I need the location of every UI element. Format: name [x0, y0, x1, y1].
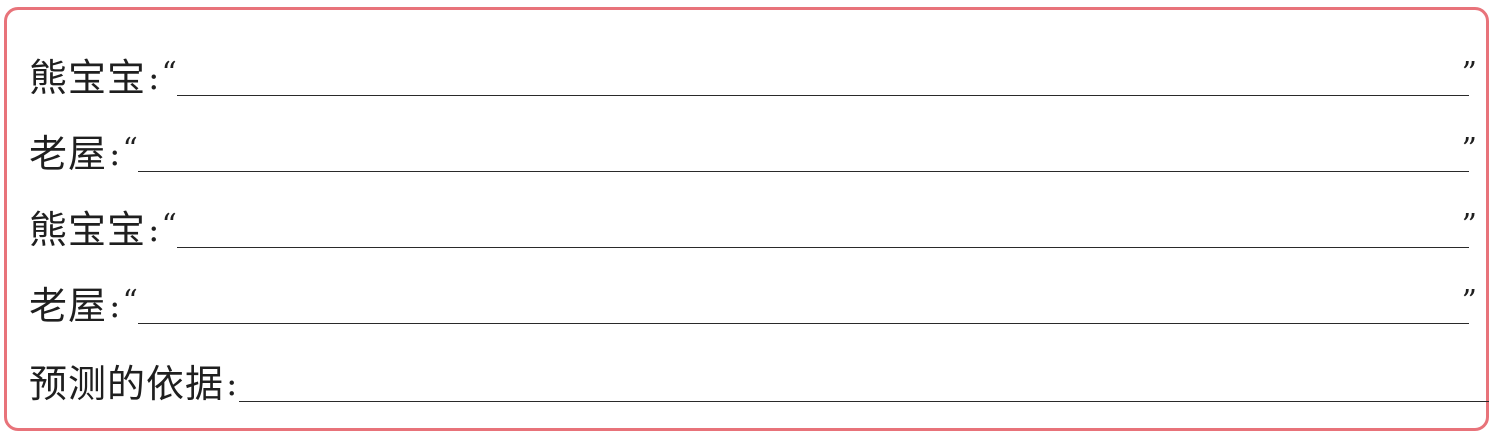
open-quote: “: [122, 284, 138, 319]
colon: :: [148, 210, 160, 250]
close-quote: ”: [1461, 132, 1477, 167]
dialogue-line-house-2: 老屋 : “ ”: [29, 280, 1477, 332]
close-quote: ”: [1461, 284, 1477, 319]
dialogue-line-bear-1: 熊宝宝 : “ ”: [29, 52, 1477, 104]
prediction-basis-line: 预测的依据 :: [29, 358, 1489, 410]
open-quote: “: [122, 132, 138, 167]
answer-blank-line[interactable]: [176, 95, 1469, 96]
colon: :: [109, 134, 121, 174]
speaker-label: 熊宝宝: [29, 208, 147, 252]
answer-box-frame: 熊宝宝 : “ ” 老屋 : “ ” 熊宝宝 : “ ” 老屋 : “ ” 预测…: [4, 7, 1489, 431]
dialogue-line-bear-2: 熊宝宝 : “ ”: [29, 204, 1477, 256]
speaker-label: 老屋: [29, 132, 108, 176]
colon: :: [226, 364, 238, 404]
answer-blank-line[interactable]: [137, 171, 1469, 172]
colon: :: [148, 58, 160, 98]
speaker-label: 熊宝宝: [29, 56, 147, 100]
answer-blank-line[interactable]: [137, 323, 1469, 324]
open-quote: “: [161, 56, 177, 91]
open-quote: “: [161, 208, 177, 243]
close-quote: ”: [1461, 56, 1477, 91]
dialogue-line-house-1: 老屋 : “ ”: [29, 128, 1477, 180]
close-quote: ”: [1461, 208, 1477, 243]
answer-blank-line[interactable]: [239, 401, 1489, 402]
answer-blank-line[interactable]: [176, 247, 1469, 248]
speaker-label: 老屋: [29, 284, 108, 328]
colon: :: [109, 286, 121, 326]
basis-label: 预测的依据: [29, 362, 225, 406]
